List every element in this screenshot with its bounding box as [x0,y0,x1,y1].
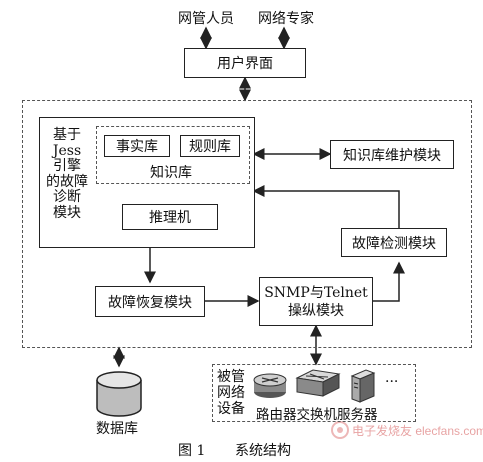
switch-icon [295,369,341,397]
inference-engine-box: 推理机 [122,204,218,230]
snmp-detect-arrow [373,261,405,302]
server-icon [350,369,376,403]
router-icon [253,373,287,398]
engine-module-label: 基于 Jess 引擎 的故障 诊断 模块 [46,127,88,221]
figure-number: 图 1 [178,443,206,459]
admin-label: 网管人员 [178,11,234,27]
fault-detection-box: 故障检测模块 [341,228,447,257]
database-icon [96,371,142,417]
database-label: 数据库 [96,421,138,437]
user-interface-box: 用户界面 [184,48,306,78]
system-boundary [22,100,472,348]
managed-devices-group [212,364,416,422]
figure-title: 系统结构 [235,443,291,459]
detect-engine-arrow [252,185,400,228]
expert-label: 网络专家 [258,11,314,27]
snmp-telnet-box: SNMP与Telnet 操纵模块 [259,277,373,326]
managed-devices-label: 被管 网络 设备 [217,369,245,417]
kb-maintenance-box: 知识库维护模块 [330,140,454,169]
more-devices-ellipsis: ··· [385,374,399,390]
fact-base-box: 事实库 [104,135,170,157]
devices-label: 路由器交换机服务器 [256,407,378,423]
fault-recovery-box: 故障恢复模块 [95,286,205,317]
watermark-text: 电子发烧友 elecfans.com [352,424,483,438]
knowledge-base-label: 知识库 [150,165,192,181]
watermark-logo-icon [331,421,349,439]
rule-base-box: 规则库 [180,135,240,157]
knowledge-base-group [96,126,250,184]
